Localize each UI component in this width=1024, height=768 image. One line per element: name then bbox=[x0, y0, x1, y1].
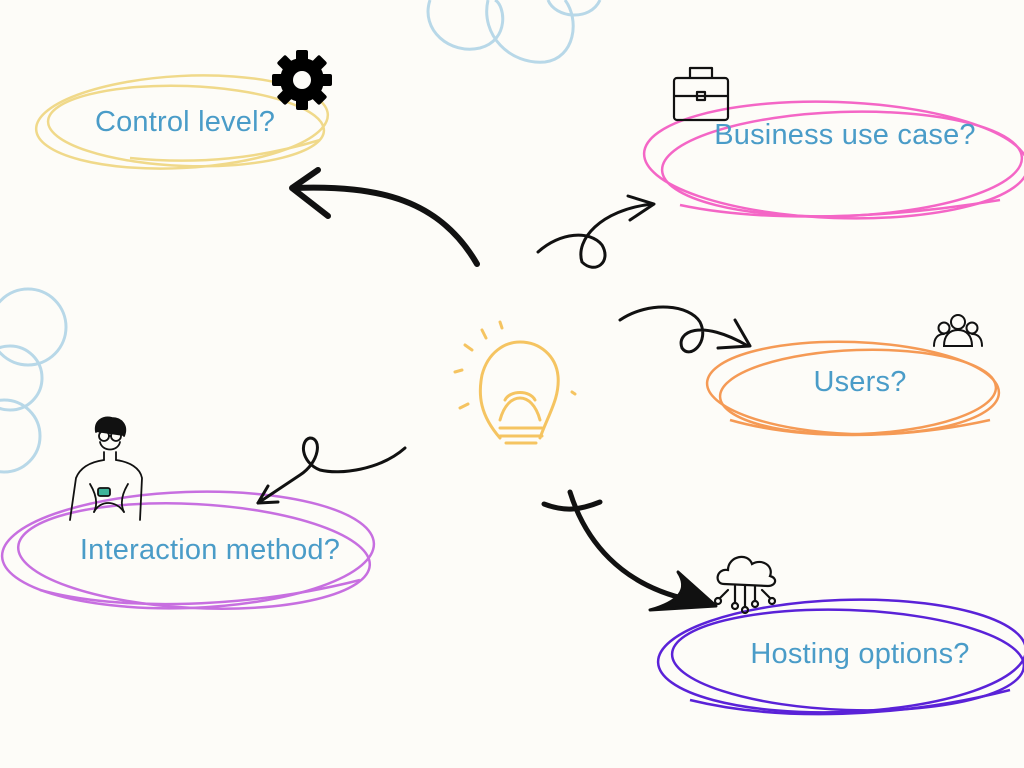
arrow-to-interaction bbox=[256, 436, 407, 505]
business-use-case-label: Business use case? bbox=[714, 119, 976, 151]
users-icon bbox=[933, 314, 983, 347]
arrow-to-users bbox=[618, 305, 752, 354]
arrow-to-control bbox=[289, 167, 480, 267]
arrow-to-hosting bbox=[541, 489, 718, 612]
person-with-phone-icon bbox=[69, 416, 143, 521]
users-label: Users? bbox=[813, 366, 907, 398]
briefcase-icon bbox=[672, 66, 730, 122]
arrow-to-business bbox=[536, 194, 656, 269]
interaction-method-label: Interaction method? bbox=[79, 534, 341, 566]
gear-icon bbox=[272, 50, 332, 110]
business-ellipse bbox=[642, 100, 1024, 220]
users-ellipse bbox=[705, 340, 1001, 437]
control-level-label: Control level? bbox=[94, 106, 276, 138]
control-ellipse bbox=[34, 74, 330, 170]
interaction-ellipse bbox=[0, 490, 376, 610]
cloud-network-icon bbox=[713, 555, 777, 615]
arrows bbox=[256, 167, 752, 612]
hosting-options-label: Hosting options? bbox=[750, 638, 970, 670]
lightbulb-icon bbox=[453, 320, 577, 445]
decorative-circles bbox=[0, 0, 602, 474]
